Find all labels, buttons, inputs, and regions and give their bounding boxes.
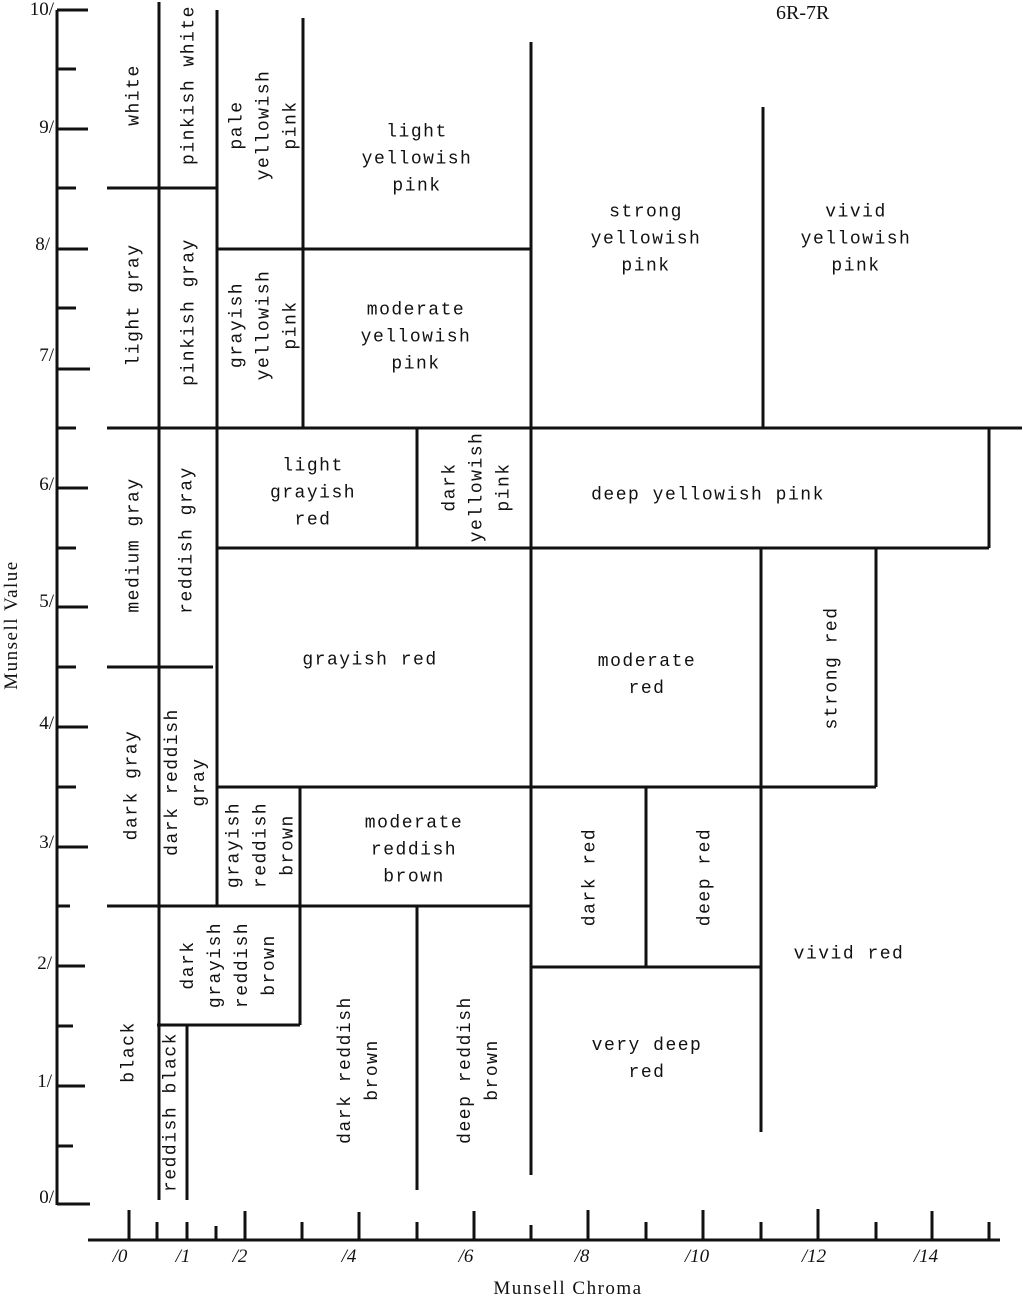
x-tick-label: /10 — [684, 1246, 710, 1267]
x-axis-ticks — [127, 1209, 991, 1240]
region-label: very deep red — [591, 1036, 703, 1083]
x-tick-label: /6 — [458, 1246, 474, 1267]
y-tick-label: 10/ — [29, 0, 54, 20]
region-label: dark yellowish pink — [440, 431, 515, 543]
x-tick-label: /2 — [232, 1246, 248, 1267]
region-label: pale yellowish pink — [227, 69, 302, 181]
y-tick-label: 6/ — [39, 474, 54, 495]
region-label: white — [124, 64, 145, 126]
region-label: strong yellowish pink — [590, 202, 702, 277]
chart-title: 6R-7R — [776, 2, 830, 24]
region-label: medium gray — [124, 477, 145, 613]
region-label: dark red — [580, 827, 601, 927]
region-label: moderate yellowish pink — [360, 300, 472, 375]
y-tick-label: 1/ — [37, 1071, 52, 1092]
y-tick-label: 5/ — [39, 591, 54, 612]
region-boundaries — [107, 2, 1022, 1200]
region-label: deep yellowish pink — [591, 485, 825, 506]
x-axis-label: Munsell Chroma — [493, 1278, 643, 1298]
region-label: light yellowish pink — [361, 122, 473, 197]
region-label: dark gray — [122, 729, 143, 841]
region-label: pinkish gray — [179, 238, 200, 386]
region-label: grayish red — [302, 650, 438, 671]
y-tick-label: 2/ — [37, 953, 52, 974]
region-label: dark grayish reddish brown — [179, 921, 280, 1009]
y-tick-label: 3/ — [39, 832, 54, 853]
region-label: dark reddish brown — [336, 996, 383, 1144]
x-tick-label: /4 — [341, 1246, 357, 1267]
y-tick-label: 7/ — [39, 345, 54, 366]
region-label: reddish black — [161, 1032, 182, 1192]
region-label: grayish yellowish pink — [227, 269, 302, 381]
y-axis-ticks — [57, 8, 90, 1206]
region-label: deep reddish brown — [456, 996, 503, 1144]
region-label: moderate reddish brown — [364, 813, 464, 888]
region-label: reddish gray — [177, 466, 198, 614]
y-tick-label: 8/ — [35, 234, 50, 255]
region-label: vivid red — [793, 944, 905, 965]
region-label: moderate red — [597, 652, 697, 699]
y-tick-label: 0/ — [39, 1187, 54, 1208]
region-label: deep red — [695, 827, 716, 927]
region-label: grayish reddish brown — [224, 801, 299, 889]
region-label: pinkish white — [179, 5, 200, 165]
x-tick-label: /12 — [801, 1246, 827, 1267]
region-label: light grayish red — [269, 456, 357, 531]
region-label: strong red — [822, 606, 843, 730]
y-tick-label: 9/ — [39, 117, 54, 138]
x-tick-label: /1 — [175, 1246, 191, 1267]
x-tick-label: /14 — [913, 1246, 939, 1267]
y-axis-label: Munsell Value — [1, 560, 22, 690]
region-label: light gray — [124, 243, 145, 367]
region-label: dark reddish gray — [163, 708, 210, 856]
x-tick-label: /0 — [112, 1246, 128, 1267]
region-label: black — [119, 1021, 140, 1083]
x-tick-label: /8 — [574, 1246, 590, 1267]
y-tick-label: 4/ — [39, 713, 54, 734]
region-label: vivid yellowish pink — [800, 202, 912, 277]
